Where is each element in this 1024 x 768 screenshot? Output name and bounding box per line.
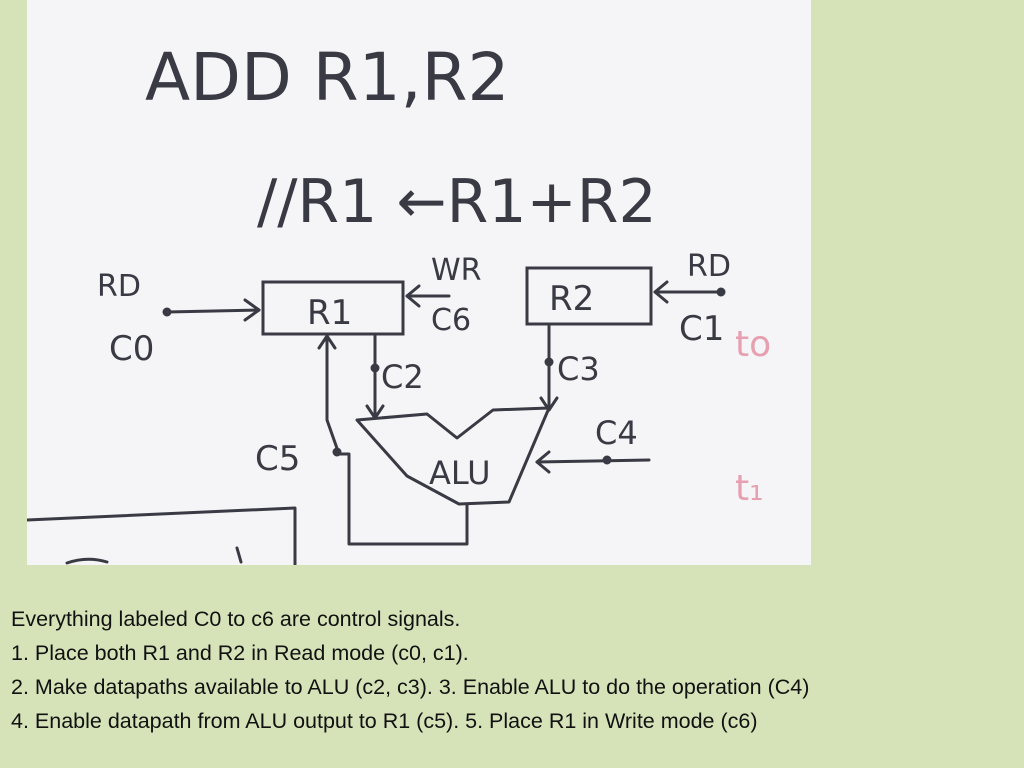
caption-text: Everything labeled C0 to c6 are control … <box>11 602 1011 738</box>
control-c3: C3 <box>557 350 600 388</box>
r1-write-control: C6 <box>431 303 471 338</box>
r2-read-arrow <box>653 280 726 304</box>
r1-write-arrow <box>405 284 451 308</box>
time-label-t0: to <box>735 324 771 365</box>
caption-line-1: Everything labeled C0 to c6 are control … <box>11 607 461 631</box>
datapath-r2-to-alu <box>539 324 559 412</box>
control-c4: C4 <box>595 414 638 452</box>
instruction-title: ADD R1,R2 <box>145 39 509 116</box>
r1-read-arrow <box>162 298 261 322</box>
register-r1: R1 <box>261 280 405 336</box>
caption-line-2: 1. Place both R1 and R2 in Read mode (c0… <box>11 641 469 665</box>
r1-read-signal: RD <box>97 269 141 304</box>
whiteboard-image: ADD R1,R2 //R1 ←R1+R2 R1 R2 RD C0 WR C6 … <box>27 0 811 565</box>
register-r1-label: R1 <box>307 293 352 333</box>
partial-box <box>27 506 297 565</box>
r1-read-control: C0 <box>109 329 154 369</box>
alu-label: ALU <box>429 454 491 492</box>
control-c2: C2 <box>381 358 424 396</box>
control-c5: C5 <box>255 439 300 479</box>
datapath-alu-to-r1 <box>317 334 469 546</box>
time-label-t1: t₁ <box>735 468 764 509</box>
register-r2: R2 <box>525 266 653 326</box>
operation-comment: //R1 ←R1+R2 <box>257 167 657 237</box>
alu-unit <box>355 406 551 506</box>
r2-read-control: C1 <box>679 309 724 349</box>
r1-write-signal: WR <box>431 253 482 288</box>
alu-enable-arrow <box>535 450 651 474</box>
datapath-diagram: ADD R1,R2 //R1 ←R1+R2 R1 R2 RD C0 WR C6 … <box>27 39 771 565</box>
r2-read-signal: RD <box>687 249 731 284</box>
register-r1-box <box>261 280 405 336</box>
caption-line-3: 2. Make datapaths available to ALU (c2, … <box>11 675 810 699</box>
caption-line-4: 4. Enable datapath from ALU output to R1… <box>11 709 758 733</box>
register-r2-box <box>525 266 653 326</box>
register-r2-label: R2 <box>549 279 594 319</box>
